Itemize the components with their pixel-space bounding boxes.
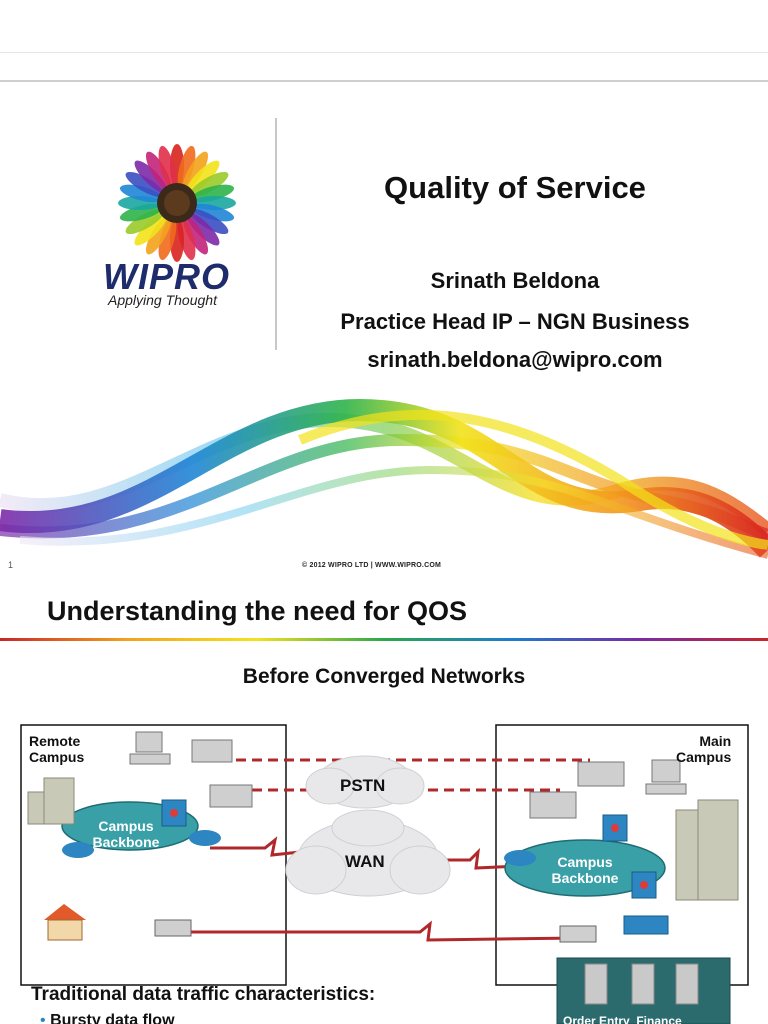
bullet-text: Bursty data flow bbox=[50, 1012, 175, 1024]
top-divider-strong bbox=[0, 80, 768, 82]
top-divider bbox=[0, 52, 768, 53]
slide-title: Quality of Service bbox=[384, 170, 646, 205]
remote-campus-label: Remote Campus bbox=[29, 733, 85, 765]
content-slide: Understanding the need for QOS Before Co… bbox=[0, 590, 768, 1024]
campus-backbone-right-label: Campus Backbone bbox=[551, 854, 619, 886]
router-icon bbox=[62, 830, 536, 866]
slide2-title: Understanding the need for QOS bbox=[47, 596, 468, 626]
rainbow-title-rule bbox=[0, 638, 768, 641]
presenter-role: Practice Head IP – NGN Business bbox=[340, 309, 690, 334]
campus-backbone-left-label: Campus Backbone bbox=[92, 818, 160, 850]
presenter-email: srinath.beldona@wipro.com bbox=[367, 347, 663, 372]
traditional-heading: Traditional data traffic characteristics… bbox=[31, 984, 376, 1005]
title-slide: WIPRO Applying Thought Quality of Servic… bbox=[0, 52, 768, 570]
bullet-item: • Bursty data flow bbox=[40, 1012, 175, 1024]
brand-wordmark: WIPRO bbox=[103, 256, 230, 297]
slide-number: 1 bbox=[8, 560, 14, 570]
logo-divider bbox=[275, 118, 277, 350]
wan-label: WAN bbox=[345, 852, 385, 871]
slide2-subtitle: Before Converged Networks bbox=[242, 665, 526, 688]
main-campus-label: Main Campus bbox=[676, 733, 732, 765]
bullet-dot-icon: • bbox=[40, 1012, 46, 1024]
presenter-name: Srinath Beldona bbox=[430, 268, 600, 293]
wipro-flower-logo-icon bbox=[118, 144, 236, 262]
rainbow-ribbon-graphic bbox=[0, 398, 768, 559]
network-diagram bbox=[20, 724, 749, 1024]
pstn-label: PSTN bbox=[340, 776, 386, 795]
slide-footer: © 2012 WIPRO LTD | WWW.WIPRO.COM bbox=[302, 562, 441, 569]
server-farm-label: Order Entry Finance bbox=[563, 1014, 682, 1024]
brand-tagline: Applying Thought bbox=[108, 292, 217, 308]
